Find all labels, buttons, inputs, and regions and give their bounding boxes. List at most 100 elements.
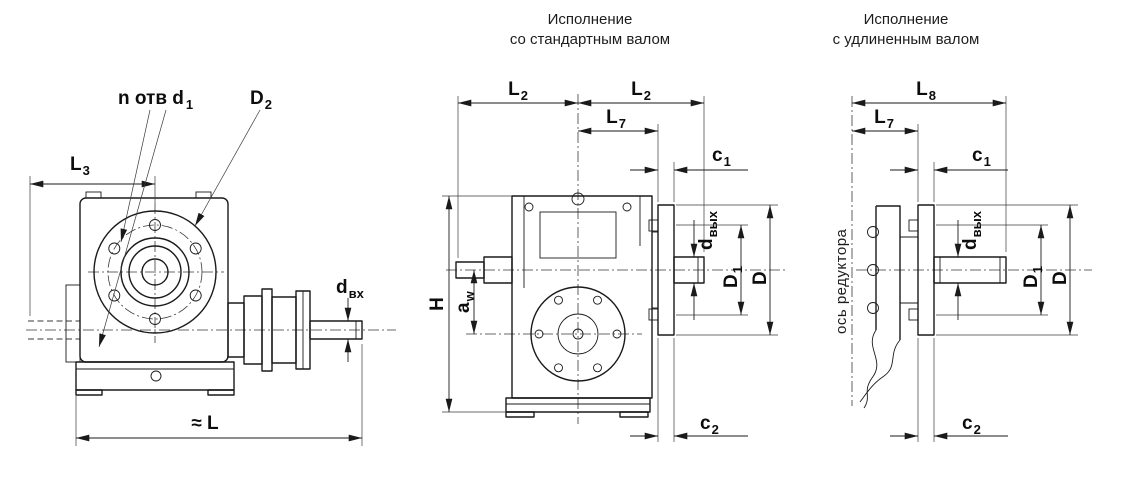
flange-bolt — [908, 308, 919, 321]
dim-L7-standard: L7 — [578, 107, 659, 202]
mounting-base — [75, 361, 235, 391]
dim-label-D-standard: D — [750, 271, 771, 285]
shaft-bore-circle — [141, 258, 169, 286]
bolt-hole — [149, 219, 161, 231]
dim-label-c2-extended: c2 — [962, 413, 981, 437]
housing-side — [511, 195, 653, 399]
dim-label-D-extended: D — [1050, 271, 1071, 285]
housing-flange-edge — [876, 205, 901, 340]
worm-chamber — [539, 211, 617, 259]
dim-d-out-standard: dвых — [690, 210, 720, 320]
cover-bolt — [534, 329, 544, 339]
top-plug — [571, 192, 585, 206]
foot-pad — [505, 411, 535, 418]
dim-label-c1-standard: c1 — [712, 145, 731, 169]
dim-L7-extended: L7 — [852, 107, 919, 202]
dim-label-L7-extended: L7 — [874, 107, 894, 131]
dim-d-in: dвх — [336, 277, 365, 362]
cover-bolt — [593, 295, 602, 305]
dim-aw: aw — [453, 270, 478, 334]
header-extended-line2: с удлиненным валом — [833, 31, 980, 48]
dim-c2-standard: c2 — [630, 338, 748, 442]
mounting-base — [505, 397, 651, 413]
bolt-circle — [107, 224, 203, 320]
housing-tab — [195, 191, 212, 199]
cover-bolt — [612, 329, 622, 339]
dim-label-L8: L8 — [916, 79, 936, 103]
cover-bolt — [554, 295, 563, 305]
dim-label-D1-standard: D1 — [721, 266, 745, 288]
header-extended-line1: Исполнение — [864, 11, 949, 28]
dim-label-L2-right: L2 — [631, 79, 651, 103]
housing-tab — [85, 191, 102, 199]
flange-bolt-head — [867, 264, 879, 276]
flange-bolt — [648, 219, 659, 232]
base-hole — [150, 370, 162, 382]
cover-bolt — [593, 363, 602, 373]
cover-bolt — [554, 363, 563, 373]
boss — [524, 202, 534, 212]
flange-bolt-head — [867, 302, 879, 314]
bolt-hole — [189, 289, 202, 302]
flange-bolt — [908, 219, 919, 232]
bolt-hole — [189, 242, 202, 255]
header-standard-line2: со стандартным валом — [510, 31, 670, 48]
bolt-hole — [108, 242, 121, 255]
dim-c2-extended: c2 — [890, 338, 1008, 442]
dim-D-extended: D — [936, 204, 1078, 336]
axis-of-gearbox-label: ось редуктора — [833, 228, 850, 334]
input-shaft-assembly — [227, 288, 363, 372]
break-line — [859, 339, 901, 403]
wheel-center-circle — [572, 328, 584, 340]
dim-label-c2-standard: c2 — [700, 413, 719, 437]
foot-pad — [207, 389, 235, 396]
flange-bolt — [648, 308, 659, 321]
wheel-cover-circle — [530, 286, 626, 382]
flange-bolt-head — [867, 226, 879, 238]
dim-label-aw: aw — [453, 290, 477, 313]
boss — [622, 202, 632, 212]
foot-pad — [75, 389, 103, 396]
dim-c1-extended: c1 — [890, 145, 1008, 202]
dim-c1-standard: c1 — [630, 145, 748, 202]
dim-D-standard: D — [676, 204, 778, 336]
output-shaft-standard — [673, 256, 705, 284]
dim-approx-L: ≈ L — [75, 344, 363, 446]
side-view-extended: ось редуктора L8 L7 — [833, 79, 1092, 442]
input-shaft — [309, 320, 363, 340]
header-standard-line1: Исполнение — [548, 11, 633, 28]
output-shaft-extended — [933, 256, 1007, 284]
bolt-hole — [108, 289, 121, 302]
dim-D1-standard: D1 — [676, 224, 748, 316]
flange-step-circle — [120, 237, 190, 307]
break-line — [863, 329, 878, 409]
dim-L2-left: L2 — [457, 79, 578, 258]
dim-label-D1-extended: D1 — [1021, 266, 1045, 288]
callout-D2: D2 — [194, 88, 272, 227]
dim-label-d-out-extended: dвых — [960, 210, 984, 250]
wheel-hub-circle — [557, 313, 599, 355]
foot-pad — [619, 411, 649, 418]
dim-label-H: H — [427, 297, 448, 311]
dim-label-L7-standard: L7 — [606, 107, 626, 131]
dim-label-L2-left: L2 — [508, 79, 528, 103]
dim-label-D2: D2 — [250, 88, 272, 112]
dim-label-L3: L3 — [70, 154, 90, 178]
dim-L3: L3 — [29, 154, 156, 316]
dim-label-d-out-standard: dвых — [696, 210, 720, 250]
dim-L2-right: L2 — [578, 79, 705, 252]
side-view-standard: L2 L2 L7 c1 H aw — [427, 79, 788, 442]
dim-d-out-extended: dвых — [954, 210, 984, 320]
dim-label-c1-extended: c1 — [972, 145, 991, 169]
bolt-hole — [149, 313, 161, 325]
side-rib — [65, 284, 81, 363]
bore-circle — [128, 245, 182, 299]
flange-outer-circle — [93, 210, 217, 334]
dim-D1-extended: D1 — [936, 224, 1048, 316]
dim-label-d-in: dвх — [336, 277, 365, 301]
dim-H: H — [427, 195, 512, 413]
